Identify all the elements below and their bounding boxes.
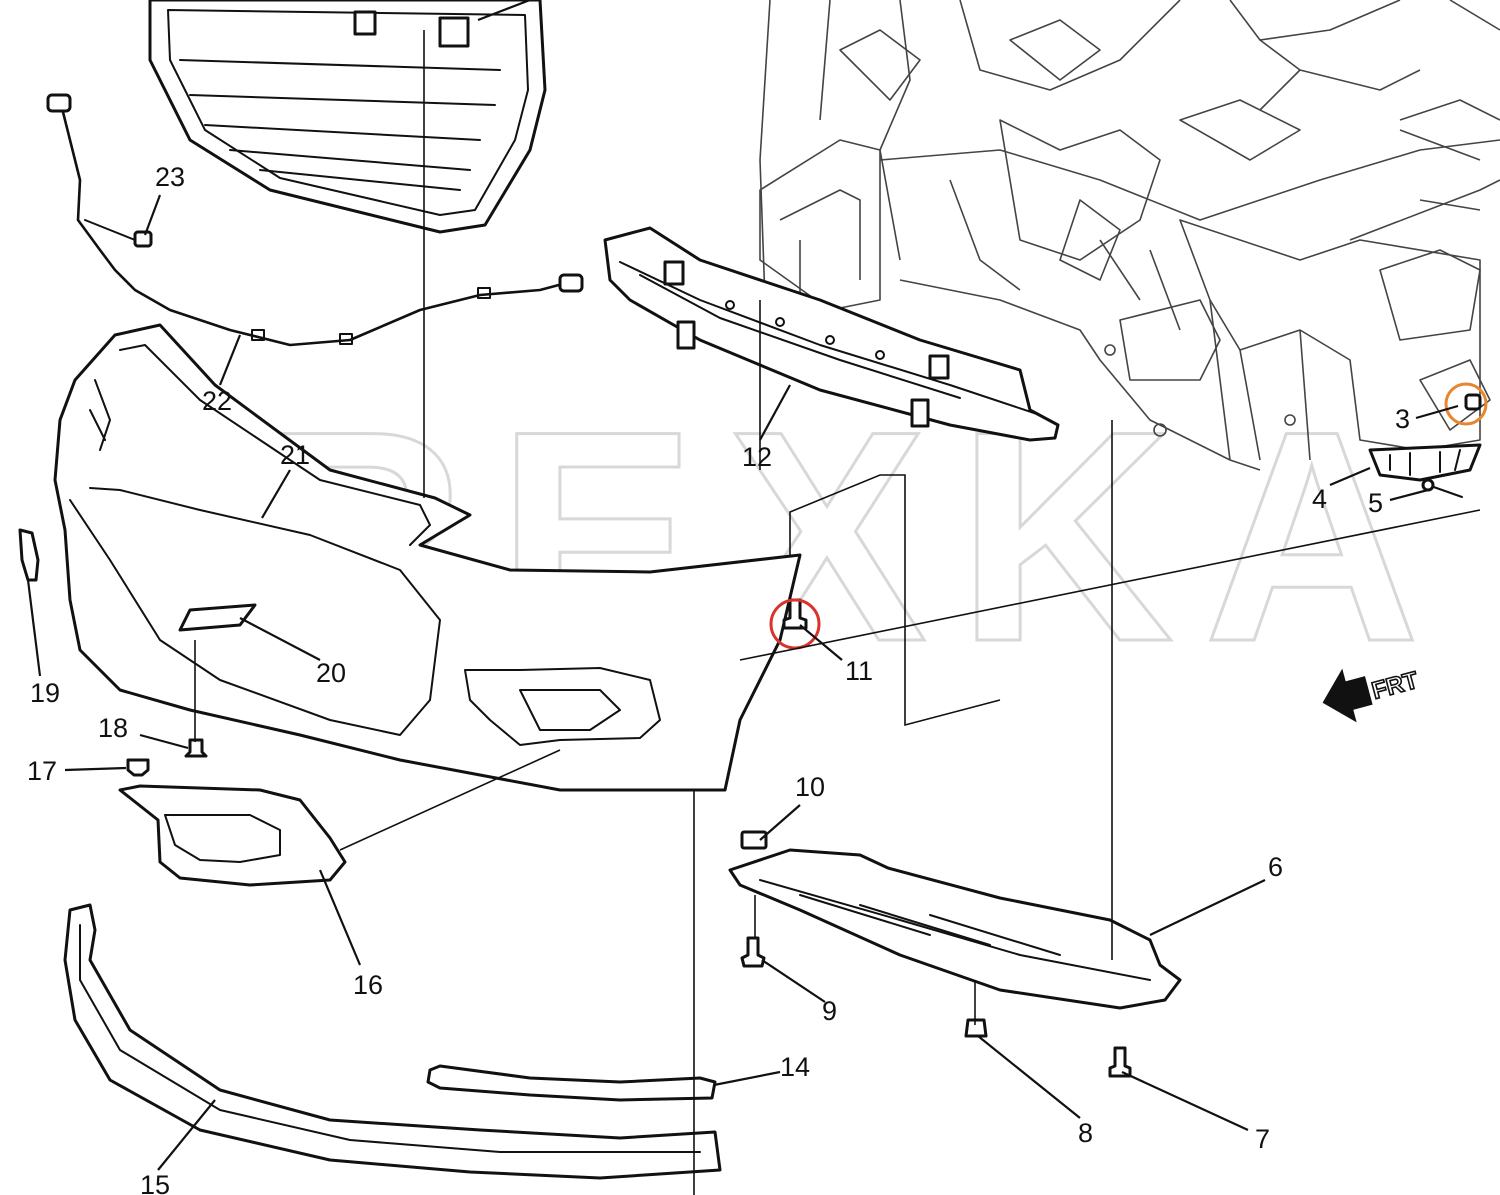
lamp-bezel-19 <box>18 528 40 582</box>
underbody-shield-6 <box>728 830 1182 1010</box>
callout-17: 17 <box>27 756 57 786</box>
highlight-circle-11 <box>769 598 821 650</box>
callout-leaders <box>26 0 1459 1171</box>
callout-10: 10 <box>795 772 825 802</box>
callout-12: 12 <box>742 442 772 472</box>
fastener-7 <box>1108 1046 1132 1078</box>
callout-3: 3 <box>1395 404 1410 434</box>
highlight-circle-3 <box>1444 382 1488 426</box>
callout-labels: 3 4 5 6 7 8 9 10 11 12 14 15 16 17 18 19… <box>27 162 1410 1195</box>
callout-18: 18 <box>98 713 128 743</box>
callout-19: 19 <box>30 678 60 708</box>
lower-trim-14 <box>426 1064 717 1102</box>
callout-7: 7 <box>1255 1124 1270 1154</box>
callout-16: 16 <box>353 970 383 1000</box>
fastener-11 <box>782 598 808 630</box>
callout-11: 11 <box>845 656 873 686</box>
callout-23: 23 <box>155 162 185 192</box>
front-direction-arrow <box>1322 668 1373 723</box>
callout-21: 21 <box>280 440 310 470</box>
fastener-9 <box>740 936 766 968</box>
callout-4: 4 <box>1312 484 1327 514</box>
bumper-bracket <box>1368 443 1482 482</box>
vehicle-front-frame <box>759 0 1500 471</box>
fog-lamp-bezel-16 <box>118 784 347 887</box>
assembly-guides <box>194 30 1481 1195</box>
impact-bar-12 <box>603 226 1060 442</box>
fastener-23 <box>133 230 153 248</box>
callout-14: 14 <box>780 1052 810 1082</box>
front-fascia-21 <box>53 323 802 792</box>
lower-deflector-15 <box>63 903 722 1180</box>
callout-20: 20 <box>316 658 346 688</box>
callout-5: 5 <box>1368 488 1383 518</box>
fastener-8 <box>964 1018 988 1038</box>
fastener-18 <box>184 738 208 758</box>
upper-grille <box>148 0 547 234</box>
callout-9: 9 <box>822 996 837 1026</box>
callout-6: 6 <box>1268 852 1283 882</box>
fastener-3 <box>1464 393 1482 411</box>
callout-8: 8 <box>1078 1118 1093 1148</box>
fastener-17 <box>126 758 150 777</box>
callout-15: 15 <box>140 1170 170 1195</box>
callout-22: 22 <box>202 386 232 416</box>
